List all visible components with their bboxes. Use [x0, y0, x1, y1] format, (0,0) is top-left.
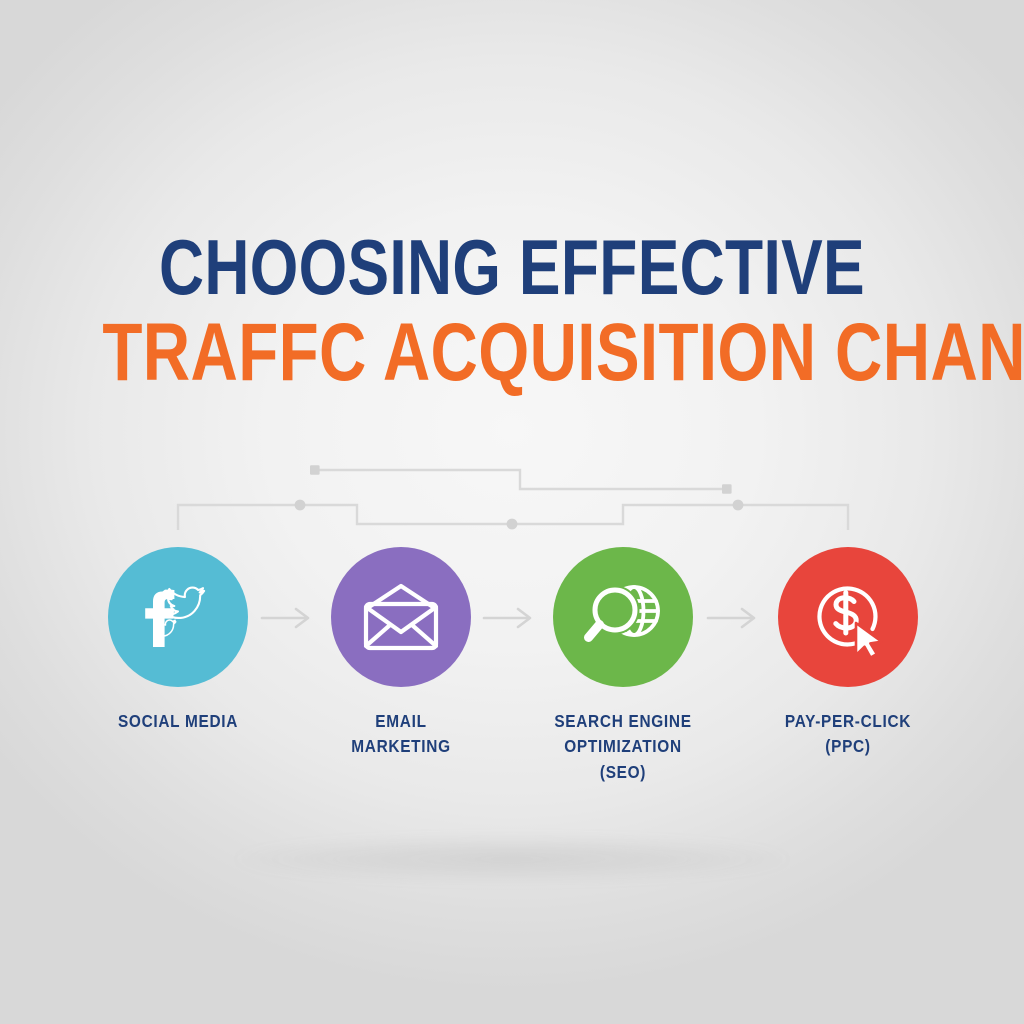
channel-row: SOCIAL MEDIA EMAIL M — [0, 547, 1024, 867]
channel-label-ppc: PAY-PER-CLICK (PPC) — [784, 711, 912, 757]
connector-path-lower — [176, 503, 850, 530]
envelope-icon — [363, 583, 439, 651]
title-line-secondary: TRAFFC ACQUISITION CHANNELS — [102, 307, 1024, 398]
facebook-twitter-icon — [145, 586, 206, 647]
channel-icon-disc-seo — [553, 547, 693, 687]
channel-seo[interactable]: SEARCH ENGINE OPTIMIZATION (SEO) — [523, 547, 723, 785]
arrow-2-icon — [482, 607, 532, 629]
channel-label-social-media: SOCIAL MEDIA — [117, 711, 239, 731]
connector-diagram — [176, 465, 850, 530]
magnifier-globe-icon — [584, 585, 660, 642]
base-shadow — [232, 836, 792, 882]
connector-node-square-left — [310, 465, 320, 475]
connector-node-round-center — [506, 518, 518, 530]
channel-label-seo: SEARCH ENGINE OPTIMIZATION (SEO) — [554, 711, 692, 782]
poster-title: CHOOSING EFFECTIVE TRAFFC ACQUISITION CH… — [0, 228, 1024, 394]
channel-icon-disc-email-marketing — [331, 547, 471, 687]
channel-email-marketing[interactable]: EMAIL MARKETING — [301, 547, 501, 760]
connector-node-round-left — [294, 499, 306, 511]
channel-icon-disc-ppc — [778, 547, 918, 687]
channel-label-email-marketing: EMAIL MARKETING — [351, 711, 451, 757]
channel-ppc[interactable]: PAY-PER-CLICK (PPC) — [748, 547, 948, 760]
channel-icon-disc-social-media — [108, 547, 248, 687]
title-line-primary: CHOOSING EFFECTIVE — [159, 223, 865, 311]
dollar-cursor-icon — [817, 586, 883, 659]
connector-path-upper — [315, 468, 727, 491]
arrow-3-icon — [706, 607, 756, 629]
connector-node-square-right — [722, 484, 732, 494]
connector-node-round-right — [732, 499, 744, 511]
channel-social-media[interactable]: SOCIAL MEDIA — [78, 547, 278, 734]
arrow-1-icon — [260, 607, 310, 629]
